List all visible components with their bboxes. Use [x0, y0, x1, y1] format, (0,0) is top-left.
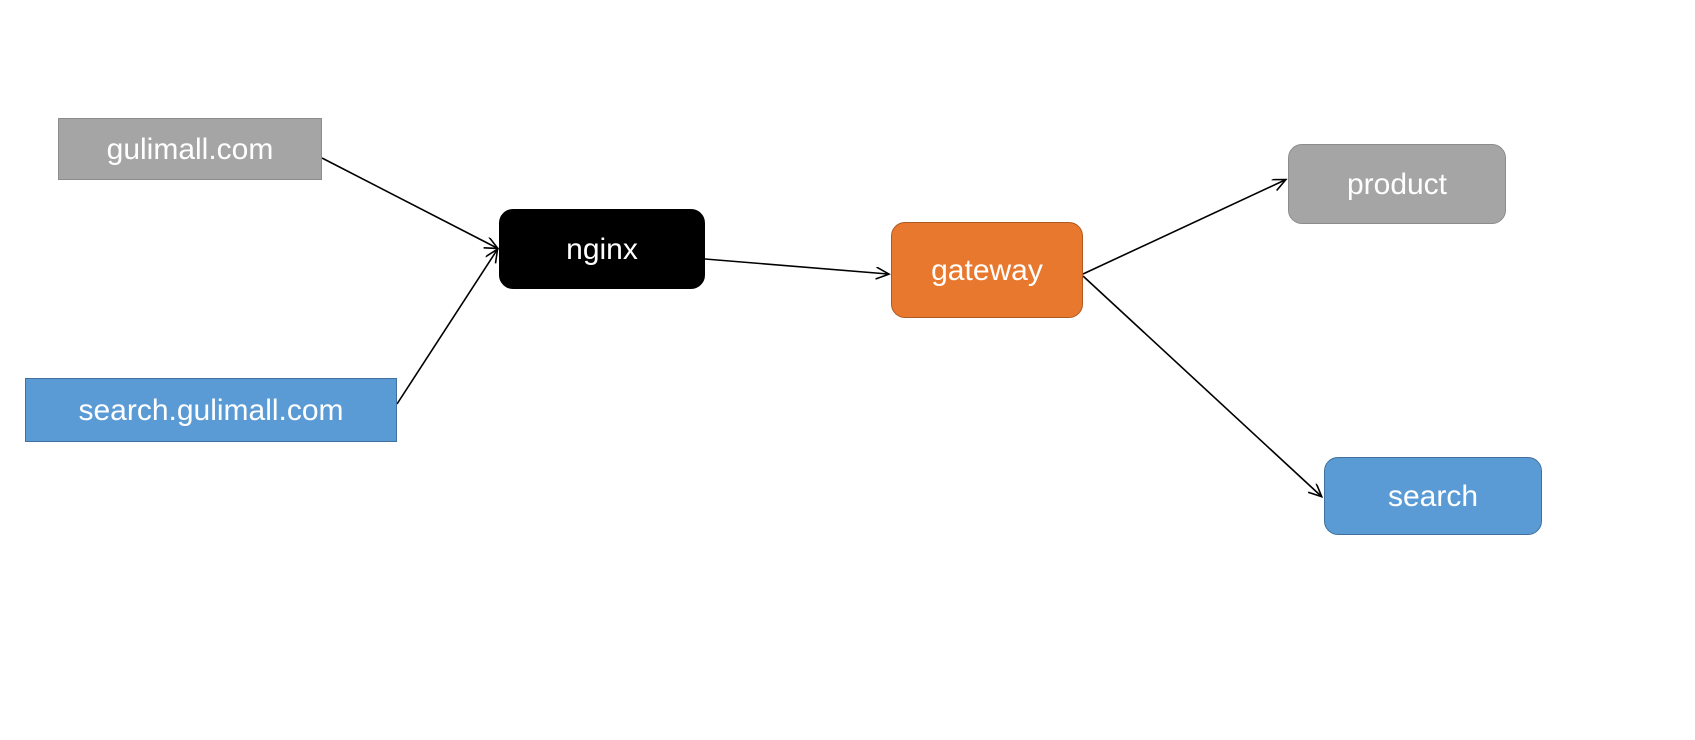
- node-label-gateway: gateway: [931, 253, 1043, 287]
- edge-gulimall-to-nginx: [321, 157, 497, 248]
- node-label-search: search: [1387, 479, 1479, 513]
- edge-gateway-to-product: [1082, 180, 1285, 275]
- node-label-nginx: nginx: [566, 232, 638, 266]
- edge-search-domain-to-nginx: [396, 250, 497, 405]
- edges-group: [321, 157, 1321, 496]
- node-search-gulimall-com[interactable]: search.gulimall.com: [25, 378, 397, 442]
- node-label-product: product: [1346, 167, 1448, 201]
- node-search[interactable]: search: [1324, 457, 1542, 535]
- edge-gateway-to-search: [1082, 275, 1321, 496]
- node-label-search-gulimall-com: search.gulimall.com: [78, 393, 344, 427]
- node-nginx[interactable]: nginx: [499, 209, 705, 289]
- node-gateway[interactable]: gateway: [891, 222, 1083, 318]
- node-label-gulimall-com: gulimall.com: [106, 132, 274, 166]
- edge-nginx-to-gateway: [704, 258, 888, 274]
- node-product[interactable]: product: [1288, 144, 1506, 224]
- node-gulimall-com[interactable]: gulimall.com: [58, 118, 322, 180]
